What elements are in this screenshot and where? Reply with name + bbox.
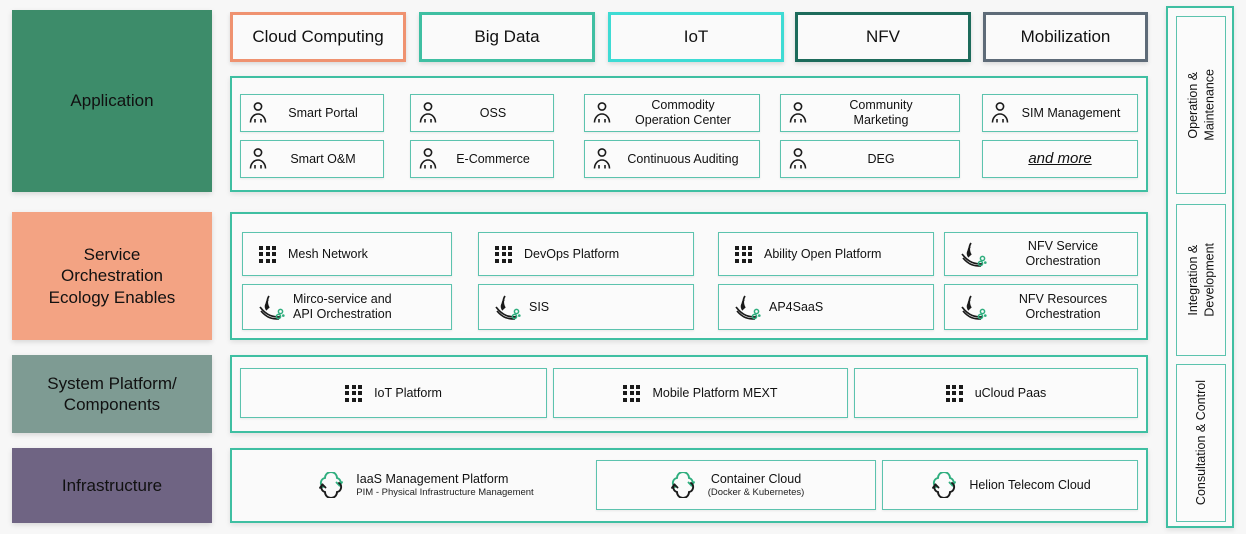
infrastructure-item-helion-telecom-cloud[interactable]: Helion Telecom Cloud (882, 460, 1138, 510)
platform-item-label: Mobile Platform MEXT (652, 385, 778, 400)
dot-grid-icon (259, 245, 276, 263)
app-item-label: Smart O&M (290, 151, 356, 166)
person-icon (591, 101, 613, 125)
service-item-nfv-resources-orchestration[interactable]: NFV Resources Orchestration (944, 284, 1138, 330)
dot-grid-icon (495, 245, 512, 263)
service-item-label: AP4SaaS (769, 299, 824, 314)
person-icon (417, 147, 439, 171)
app-item-community-marketing[interactable]: Community Marketing (780, 94, 960, 132)
cloud-cycle-icon (929, 472, 959, 498)
platform-item-label: IoT Platform (374, 385, 442, 400)
app-item-smart-o-and-m[interactable]: Smart O&M (240, 140, 384, 178)
infrastructure-item-label: Container Cloud (710, 471, 802, 486)
platform-item-mobile-platform-mext[interactable]: Mobile Platform MEXT (553, 368, 848, 418)
layer-label-infrastructure-text: Infrastructure (61, 475, 163, 495)
service-item-ap4saas[interactable]: AP4SaaS (718, 284, 934, 330)
cloud-cycle-icon (668, 472, 698, 498)
service-item-ability-open-platform[interactable]: Ability Open Platform (718, 232, 934, 276)
platform-item-iot-platform[interactable]: IoT Platform (240, 368, 547, 418)
sidebar-item-consultation-control[interactable]: Consultation & Control (1176, 364, 1226, 522)
service-item-devops-platform[interactable]: DevOps Platform (478, 232, 694, 276)
orchestration-icon (957, 240, 987, 268)
infrastructure-item-label: IaaS Management Platform (356, 471, 509, 486)
service-item-label: NFV Service Orchestration (1025, 239, 1101, 268)
dot-grid-icon (623, 384, 641, 402)
app-item-deg[interactable]: DEG (780, 140, 960, 178)
category-chip-mobilization[interactable]: Mobilization (983, 12, 1148, 62)
app-item-sim-management[interactable]: SIM Management (982, 94, 1138, 132)
sidebar-item-integration-development[interactable]: Integration & Development (1176, 204, 1226, 356)
app-item-commodity-operation-center[interactable]: Commodity Operation Center (584, 94, 760, 132)
category-chip-big-data[interactable]: Big Data (419, 12, 595, 62)
category-chip-nfv[interactable]: NFV (795, 12, 971, 62)
app-item-label: Commodity Operation Center (635, 98, 731, 127)
app-item-and-more[interactable]: and more (982, 140, 1138, 178)
app-item-label: E-Commerce (456, 151, 530, 166)
service-item-mesh-network[interactable]: Mesh Network (242, 232, 452, 276)
person-icon (417, 101, 439, 125)
layer-label-system-platform-text: System Platform/ Components (47, 373, 177, 414)
dot-grid-icon (945, 384, 963, 402)
platform-item-label: uCloud Paas (974, 385, 1047, 400)
app-item-label: Community Marketing (849, 98, 913, 127)
app-item-label: OSS (479, 105, 507, 120)
category-chip-label: Mobilization (1020, 27, 1111, 46)
person-icon (247, 147, 269, 171)
app-item-label: DEG (867, 151, 895, 166)
sidebar-item-label: Operation & Maintenance (1185, 69, 1216, 141)
app-item-label: Continuous Auditing (627, 151, 739, 166)
layer-label-system-platform: System Platform/ Components (12, 355, 212, 433)
app-item-label: and more (1028, 150, 1092, 168)
infrastructure-item-sublabel: (Docker & Kubernetes) (707, 487, 805, 499)
service-item-label: Mesh Network (288, 246, 368, 261)
sidebar-item-operation-maintenance[interactable]: Operation & Maintenance (1176, 16, 1226, 194)
person-icon (989, 101, 1011, 125)
service-item-label: Ability Open Platform (764, 246, 882, 261)
cloud-cycle-icon (316, 472, 346, 498)
category-chip-iot[interactable]: IoT (608, 12, 784, 62)
app-item-e-commerce[interactable]: E-Commerce (410, 140, 554, 178)
service-item-label: DevOps Platform (524, 246, 620, 261)
layer-label-application-text: Application (70, 91, 154, 111)
service-item-nfv-service-orchestration[interactable]: NFV Service Orchestration (944, 232, 1138, 276)
service-item-label: Mirco-service and API Orchestration (293, 292, 392, 321)
layer-label-service-orchestration-text: Service Orchestration Ecology Enables (48, 245, 176, 307)
person-icon (787, 147, 809, 171)
sidebar-item-label: Consultation & Control (1193, 380, 1208, 506)
category-chip-label: Cloud Computing (252, 27, 384, 46)
orchestration-icon (731, 293, 761, 321)
person-icon (247, 101, 269, 125)
service-item-sis[interactable]: SIS (478, 284, 694, 330)
dot-grid-icon (345, 384, 363, 402)
service-item-label: NFV Resources Orchestration (1018, 292, 1108, 321)
app-item-continuous-auditing[interactable]: Continuous Auditing (584, 140, 760, 178)
person-icon (591, 147, 613, 171)
layer-label-infrastructure: Infrastructure (12, 448, 212, 523)
category-chip-cloud-computing[interactable]: Cloud Computing (230, 12, 406, 62)
sidebar-item-label: Integration & Development (1185, 243, 1216, 317)
infrastructure-item-iaas-management-platform[interactable]: IaaS Management Platform PIM - Physical … (260, 460, 590, 510)
right-sidebar-container: Operation & Maintenance Integration & De… (1166, 6, 1234, 528)
service-item-label: SIS (529, 299, 550, 314)
platform-item-ucloud-paas[interactable]: uCloud Paas (854, 368, 1138, 418)
orchestration-icon (491, 293, 521, 321)
app-item-smart-portal[interactable]: Smart Portal (240, 94, 384, 132)
category-chip-label: Big Data (474, 27, 540, 46)
orchestration-icon (255, 293, 285, 321)
app-item-oss[interactable]: OSS (410, 94, 554, 132)
infrastructure-item-sublabel: PIM - Physical Infrastructure Management (356, 487, 534, 499)
orchestration-icon (957, 293, 987, 321)
app-item-label: SIM Management (1021, 105, 1121, 120)
infrastructure-item-label: Helion Telecom Cloud (969, 477, 1091, 492)
app-item-label: Smart Portal (288, 105, 358, 120)
person-icon (787, 101, 809, 125)
infrastructure-item-container-cloud[interactable]: Container Cloud (Docker & Kubernetes) (596, 460, 876, 510)
layer-label-application: Application (12, 10, 212, 192)
category-chip-label: NFV (866, 27, 900, 46)
service-item-micro-service-api-orchestration[interactable]: Mirco-service and API Orchestration (242, 284, 452, 330)
category-chip-label: IoT (683, 27, 709, 46)
layer-label-service-orchestration: Service Orchestration Ecology Enables (12, 212, 212, 340)
dot-grid-icon (735, 245, 752, 263)
